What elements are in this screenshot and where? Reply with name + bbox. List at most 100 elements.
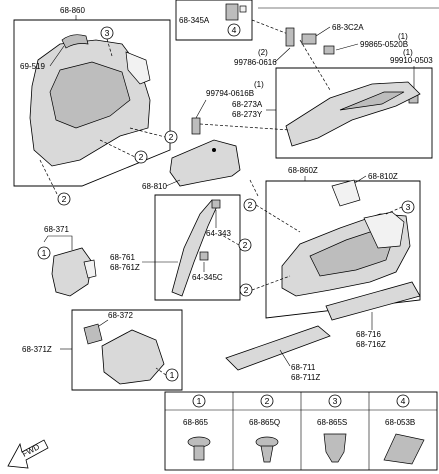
trim-68-273A-edge [339,91,405,111]
label-68-761Z: 68-761Z [110,263,140,272]
label-68-716Z: 68-716Z [356,340,386,349]
bolt-99786 [285,27,295,47]
callout-2-mid [134,150,148,164]
legend-callout-1 [192,394,206,408]
scuff-plate-68-711 [225,325,331,371]
label-68-810Z: 68-810Z [368,172,398,181]
dash-860Z-bolt [249,179,259,197]
callout-2-mid-num: 2 [139,152,144,162]
label-68-371Z: 68-371Z [22,345,52,354]
legend-callout-4 [396,394,410,408]
assembly-68-860Z: 68-860Z 68-810Z 2 3 2 [239,166,421,319]
dash-860Z-bottom [251,275,291,291]
fasteners-top-right: 68-3C2A (1) 99865-0520B (1) 99910-0503 (… [234,7,439,104]
callout-3-860Z-num: 3 [406,202,411,212]
dash-callout-2-right [129,127,166,138]
callout-2-761-top-num: 2 [243,240,248,250]
dash-371Z [155,367,167,376]
trim-panel-68-860Z-recess [309,229,395,277]
callout-2-bottom-num: 2 [62,194,67,204]
label-99794-0616B: 99794-0616B [206,89,254,98]
label-99865-0520B: 99865-0520B [360,40,408,49]
clip-68-865S-icon [323,433,347,463]
box-68-761 [154,194,241,301]
legend-part-1: 68-865 [183,418,208,427]
legend-part-4: 68-053B [385,418,415,427]
label-99910-0503: 99910-0503 [390,56,433,65]
label-99786-0616: 99786-0616 [234,58,277,67]
leader-99865 [335,43,359,51]
box-68-860Z [265,180,421,319]
pad-68-053B-icon [383,433,425,465]
label-69-519: 69-519 [20,62,45,71]
box-68-860 [13,19,171,187]
label-68-273A: 68-273A [232,100,263,109]
panel-68-810 [169,139,241,187]
legend-callout-1-num: 1 [197,396,202,406]
label-68-371: 68-371 [44,225,69,234]
trim-68-371Z [101,329,165,385]
assembly-68-860: 68-860 69-519 3 2 2 2 [13,6,178,206]
label-68-716: 68-716 [356,330,381,339]
label-68-711: 68-711 [291,363,316,372]
callout-2-860Z-bottom-num: 2 [244,285,249,295]
qty-99910: (1) [403,48,413,57]
leader-69-519 [49,45,65,67]
assembly-68-810: 68-810 [142,139,241,191]
dash-68-273A-left [199,123,291,131]
callout-4-top-num: 4 [232,25,237,35]
piece-68-372 [83,323,103,345]
bolt-99794 [191,117,201,135]
legend-item-1: 1 68-865 [183,394,211,461]
legend-callout-2 [260,394,274,408]
legend-part-3: 68-865S [317,418,347,427]
label-68-711Z: 68-711Z [291,373,320,382]
callout-1-371 [37,246,51,260]
clip-68-865-stem [193,445,205,461]
legend-part-2: 68-865Q [249,418,280,427]
clip-64-343 [211,199,221,209]
clip-68-865-icon [187,436,211,448]
label-64-345C: 64-345C [192,273,223,282]
assembly-68-371: 68-371 1 [37,225,97,297]
legend-item-2: 68-865Q 2 68-865Q [249,394,280,463]
panel-68-810Z [331,179,361,207]
leader-68-711 [279,349,291,367]
panel-68-810-hole [212,148,216,152]
callout-2-bottom [57,192,71,206]
dash-860Z-3 [385,206,403,215]
front-arrow: FWD [7,439,49,469]
callout-1-371Z-num: 1 [170,370,175,380]
trim-panel-recess [49,61,131,129]
legend-item-3: 3 68-865S [317,394,347,463]
clip-64-345C [199,251,209,261]
assembly-68-273A: (1) 99794-0616B 68-273A 68-273Y [191,39,433,159]
label-68-372: 68-372 [108,311,133,320]
label-64-343: 64-343 [206,229,231,238]
trim-68-371 [51,247,93,297]
assembly-scuff-plates: 68-716 68-716Z 68-711 68-711Z [225,281,421,382]
assembly-68-345A: 68-345A 4 [175,0,289,41]
label-68-810: 68-810 [142,182,167,191]
legend-item-4: 4 68-053B [383,394,425,465]
label-68-860Z: 68-860Z [288,166,318,175]
clip-68-865Q-stem [260,445,274,463]
qty-99794: (1) [254,80,264,89]
leader-99786 [274,47,291,63]
callout-4-top [227,23,241,37]
label-68-273Y: 68-273Y [232,110,263,119]
clip-68-865Q-icon [255,436,279,448]
bolt-99865 [323,45,335,55]
legend-callout-4-num: 4 [401,396,406,406]
legend-callout-3 [328,394,342,408]
leader-68-371 [43,235,73,250]
clip-68-345A-tab [239,5,247,13]
front-arrow-icon [7,439,49,469]
label-68-3C2A: 68-3C2A [332,23,364,32]
callout-1-371-num: 1 [42,248,47,258]
label-68-761: 68-761 [110,253,135,262]
label-68-860: 68-860 [60,6,85,15]
box-68-345A [175,0,253,41]
legend-callout-3-num: 3 [333,396,338,406]
